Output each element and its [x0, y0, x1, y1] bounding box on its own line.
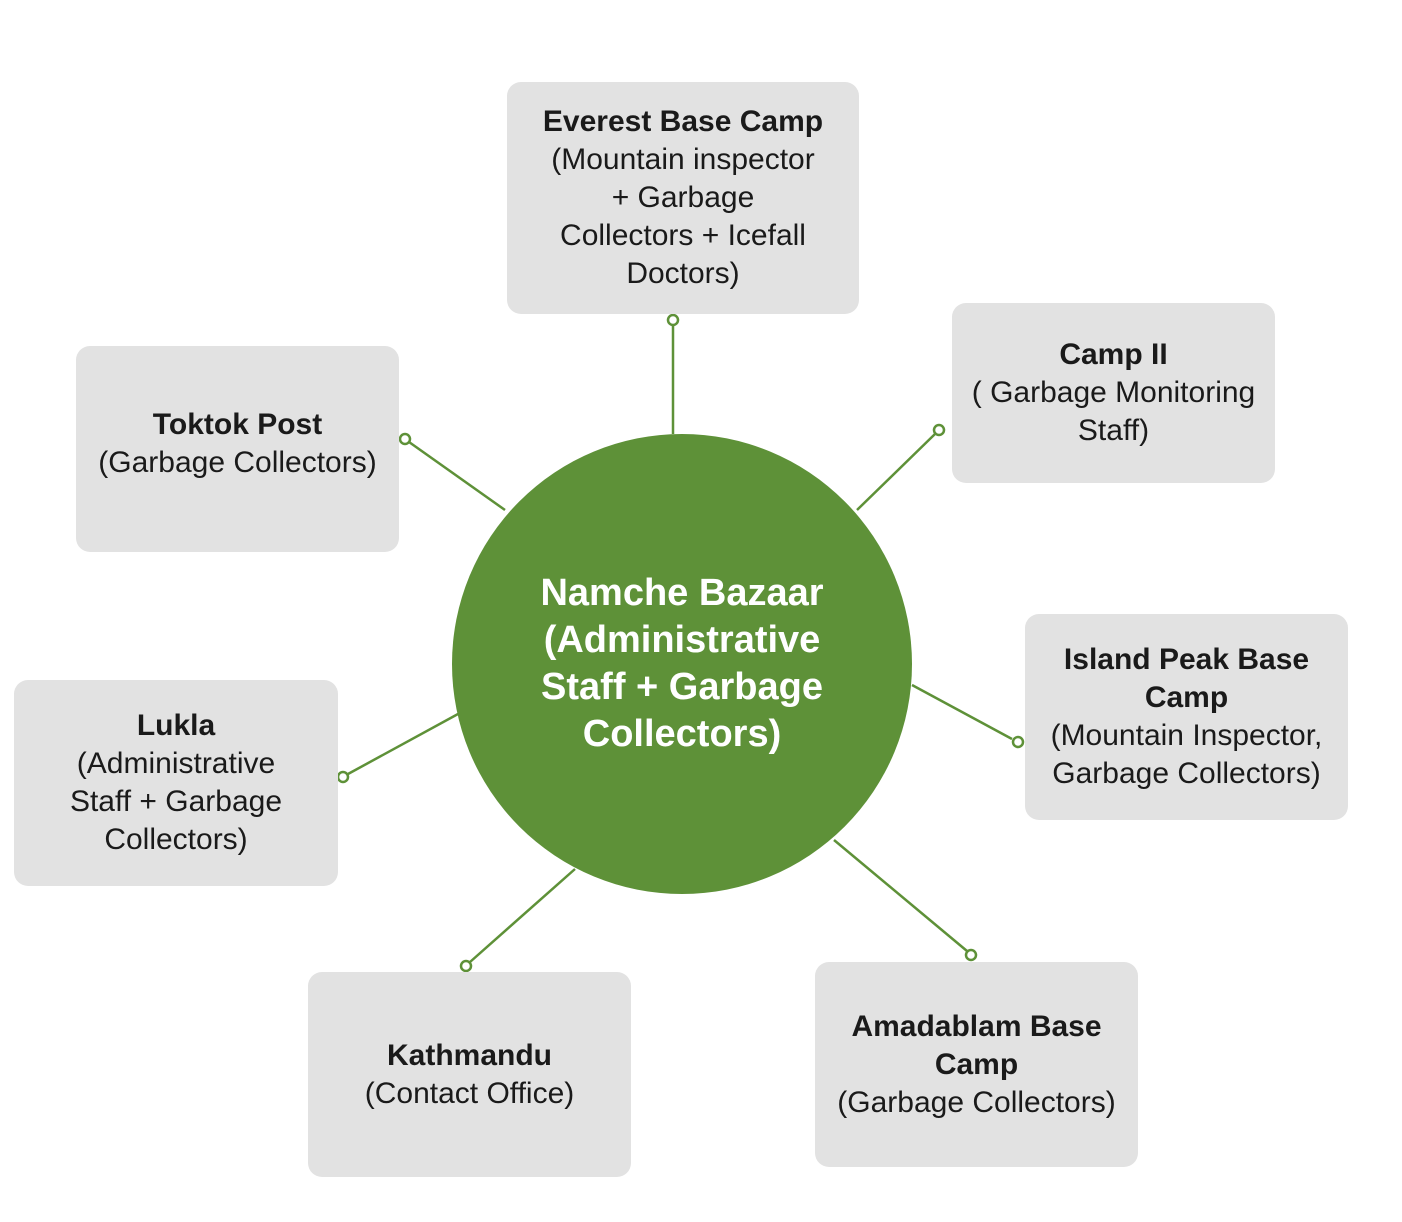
node-description: (Garbage Collectors) — [837, 1085, 1116, 1119]
connector-dot-kathmandu — [459, 959, 473, 973]
node-toktok-post: Toktok Post (Garbage Collectors) — [76, 346, 399, 552]
node-lukla: Lukla (Administrative Staff + Garbage Co… — [14, 680, 338, 886]
node-kathmandu: Kathmandu (Contact Office) — [308, 972, 631, 1177]
connector-lukla — [347, 712, 459, 776]
node-island-peak-base-camp: Island Peak Base Camp (Mountain Inspecto… — [1025, 614, 1348, 820]
center-node-label: Namche Bazaar (Administrative Staff + Ga… — [540, 572, 824, 755]
node-title: Toktok Post — [152, 408, 323, 441]
connector-dot-toktok-post — [398, 432, 412, 446]
node-description: (Contact Office) — [364, 1076, 575, 1110]
connector-dot-lukla — [336, 770, 350, 784]
connector-dot-camp-ii — [932, 423, 946, 437]
connector-kathmandu — [469, 868, 576, 963]
node-amadablam-base-camp: Amadablam Base Camp (Garbage Collectors) — [815, 962, 1138, 1167]
connector-dot-amadablam-base-camp — [964, 948, 978, 962]
connector-island-peak-base-camp — [911, 683, 1013, 741]
connector-dot-island-peak-base-camp — [1011, 735, 1025, 749]
node-camp-ii: Camp II ( Garbage Monitoring Staff) — [952, 303, 1275, 483]
node-title: Everest Base Camp — [542, 105, 824, 138]
center-node-namche-bazaar: Namche Bazaar (Administrative Staff + Ga… — [452, 434, 912, 894]
connector-dot-everest-base-camp — [666, 313, 680, 327]
node-description: (Administrative Staff + Garbage Collecto… — [69, 747, 283, 856]
node-title: Camp II — [1059, 338, 1168, 371]
node-description: (Mountain inspector + Garbage Collectors… — [551, 143, 815, 290]
node-description: ( Garbage Monitoring Staff) — [971, 376, 1256, 447]
node-title: Island Peak Base Camp — [1063, 643, 1310, 714]
node-everest-base-camp: Everest Base Camp (Mountain inspector + … — [507, 82, 859, 314]
node-title: Amadablam Base Camp — [851, 1009, 1102, 1081]
node-description: (Garbage Collectors) — [98, 446, 377, 479]
node-title: Kathmandu — [387, 1038, 552, 1072]
node-title: Lukla — [136, 709, 216, 742]
connector-toktok-post — [408, 440, 506, 512]
node-description: (Mountain Inspector, Garbage Collectors) — [1050, 719, 1323, 790]
connector-camp-ii — [856, 433, 936, 511]
connector-amadablam-base-camp — [833, 839, 968, 952]
